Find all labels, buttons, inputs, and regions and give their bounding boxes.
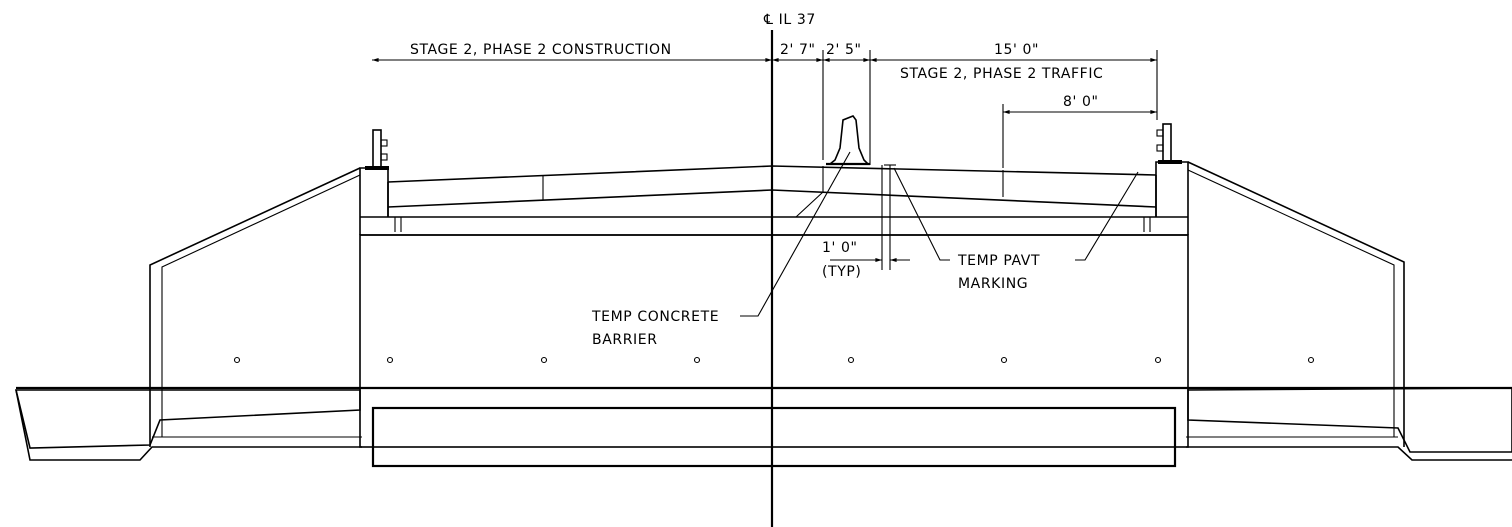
left-ground-line <box>15 389 362 461</box>
temp-barrier-leader <box>740 151 851 317</box>
dim-2-7-label: 2' 7" <box>780 42 816 58</box>
temp-pavt-label-line1: TEMP PAVT <box>957 253 1040 269</box>
dim-traffic-label: STAGE 2, PHASE 2 TRAFFIC <box>900 66 1103 82</box>
dim-construction-label: STAGE 2, PHASE 2 CONSTRUCTION <box>410 42 672 58</box>
left-guardrail-post <box>365 129 389 170</box>
right-ground-line <box>1186 446 1512 461</box>
left-wingwall <box>149 167 361 447</box>
structure-body <box>359 234 1189 448</box>
temp-pavt-leader-right <box>1075 171 1139 261</box>
temp-barrier-label-line1: TEMP CONCRETE <box>591 309 719 325</box>
dim-8-0-label: 8' 0" <box>1063 94 1099 110</box>
dim-2-5-label: 2' 5" <box>826 42 862 58</box>
left-parapet-wall <box>359 167 389 235</box>
dim-15-0-label: 15' 0" <box>994 42 1039 58</box>
left-ground-gravel <box>14 389 361 449</box>
subbase-gravel <box>371 406 1177 468</box>
right-ground-gravel <box>1187 387 1512 453</box>
dim-1-0-label: 1' 0" <box>822 240 858 256</box>
pavement-diagonal-joint <box>795 191 824 218</box>
temp-concrete-barrier <box>827 115 870 165</box>
right-wingwall <box>1187 161 1405 447</box>
temp-pavt-leader-left <box>893 167 950 261</box>
dim-typ-label: (TYP) <box>822 264 861 280</box>
right-parapet-wall <box>1155 161 1189 235</box>
weep-holes <box>233 356 1315 364</box>
right-guardrail-post <box>1156 123 1182 164</box>
temp-pavt-label-line2: MARKING <box>958 276 1028 292</box>
right-wingwall-inner <box>1187 169 1395 437</box>
left-wingwall-inner <box>161 174 361 437</box>
centerline-label: ℄ IL 37 <box>763 12 816 28</box>
temp-barrier-label-line2: BARRIER <box>592 332 658 348</box>
